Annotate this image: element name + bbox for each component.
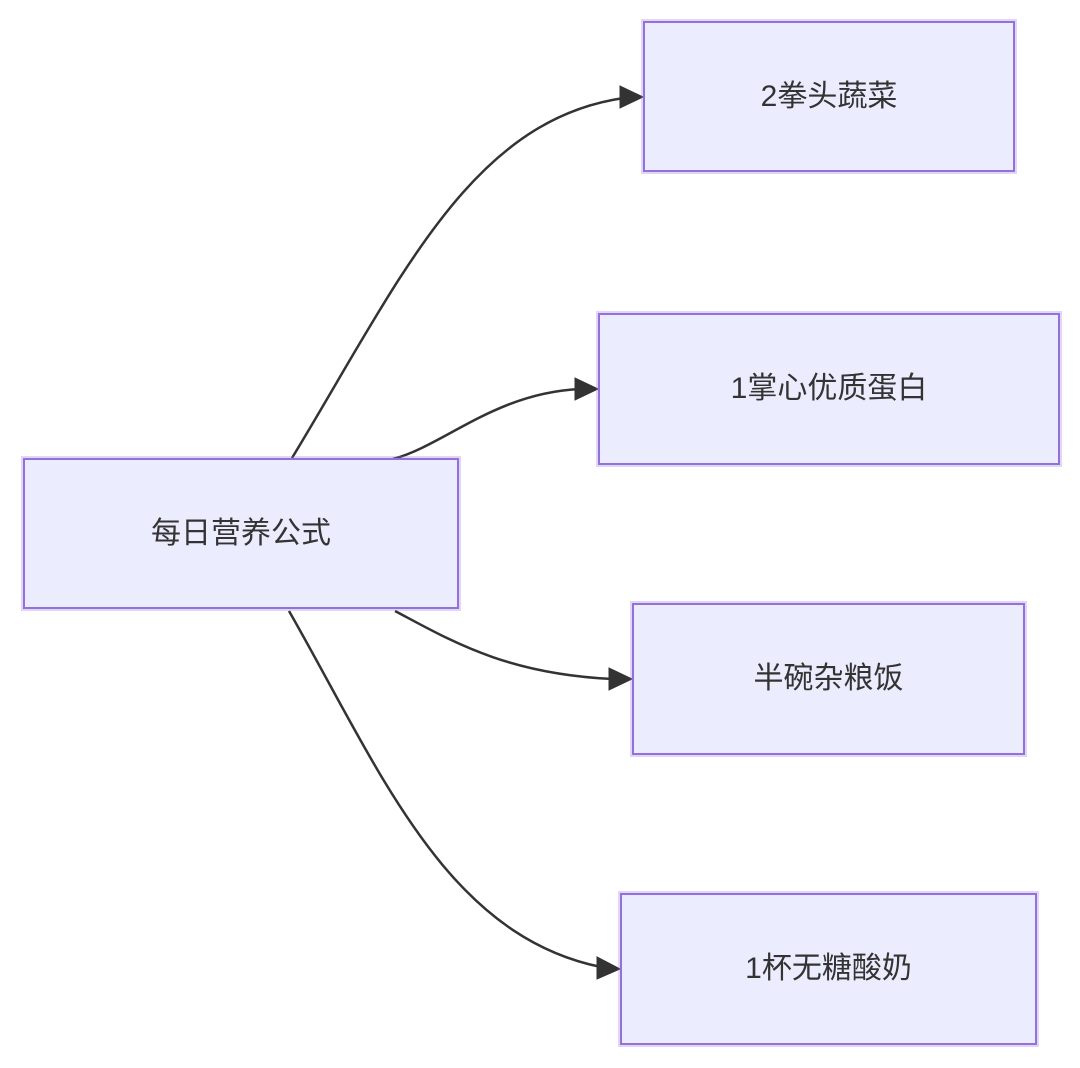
node-yogurt-label: 1杯无糖酸奶: [745, 952, 912, 985]
edge-root-to-protein: [392, 377, 600, 461]
node-vegetables-label: 2拳头蔬菜: [760, 79, 898, 113]
node-daily-nutrition-formula: 每日营养公式: [23, 458, 459, 609]
node-vegetables: 2拳头蔬菜: [643, 21, 1015, 172]
node-daily-nutrition-formula-label: 每日营养公式: [151, 516, 331, 550]
edge-root-to-vegetables: [290, 85, 645, 459]
node-protein-label: 1掌心优质蛋白: [730, 372, 928, 405]
edge-root-to-yogurt: [287, 610, 622, 980]
node-protein: 1掌心优质蛋白: [598, 313, 1060, 465]
node-grain-rice-label: 半碗杂粮饭: [753, 662, 904, 695]
node-grain-rice: 半碗杂粮饭: [632, 603, 1025, 755]
edge-root-to-grains: [394, 609, 634, 691]
node-yogurt: 1杯无糖酸奶: [620, 893, 1037, 1045]
